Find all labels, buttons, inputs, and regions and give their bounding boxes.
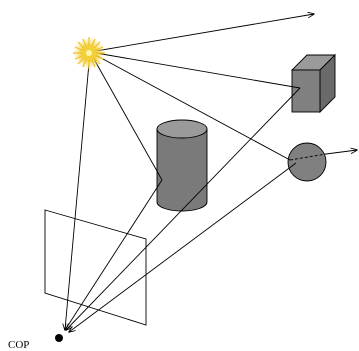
ray-sphere-exit [325,150,357,155]
cube-icon [290,53,337,114]
ray-sphere-to-cop [69,162,297,332]
ray-cube-to-cop [66,87,301,330]
cylinder-icon [156,119,208,212]
ray-light-to-cube [89,51,301,89]
ray-through-sphere-dashed [289,153,327,161]
ray-light-to-cylinder [89,51,163,181]
light-rays [65,14,314,330]
sphere-icon [287,142,327,182]
cop-label: COP [8,339,29,351]
ray-light-to-sphere [89,51,291,161]
light-source-icon [73,37,105,69]
image-plane [44,209,147,326]
eye-point-icon [55,334,63,342]
ray-light-to-sky [89,14,314,53]
reflected-rays [65,87,301,332]
ray-cylinder-to-cop [65,179,163,330]
ray-light-to-cop [65,51,91,330]
